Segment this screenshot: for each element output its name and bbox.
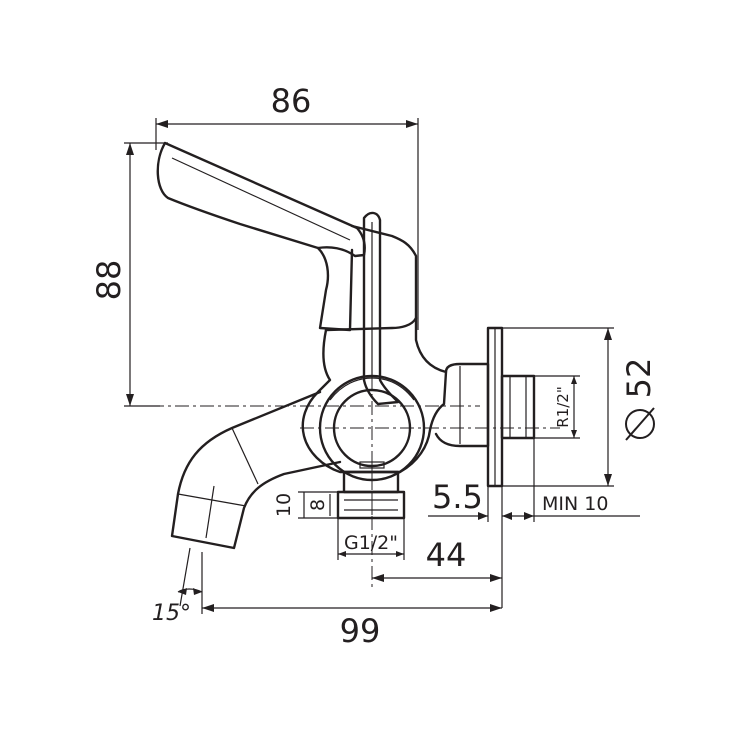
dimension-86: 86 [155,82,419,330]
dim-5-5-label: 5.5 [432,478,483,516]
outlet-thread-neck [342,470,400,494]
angle-15-label: 15° [152,601,191,626]
outlet-thread-body [336,490,406,520]
spout-joint-line [231,427,259,485]
dimension-44: 44 [372,536,502,582]
dimension-inlet-thread: R1/2" [534,375,580,439]
outlet-thread-label: G1/2" [344,532,398,554]
dim-52-label: 52 [620,358,658,399]
dimension-outlet-thread: G1/2" [337,518,405,560]
dimension-diameter-52: 52 [502,327,658,487]
dimension-99: 99 [201,552,502,650]
min-10-label: MIN 10 [542,493,608,515]
dim-10-label: 10 [273,493,295,517]
lever-handle-inner-edge [171,157,351,241]
inlet-thread-body [500,374,536,440]
lever-handle-neck [316,246,354,332]
dim-99-label: 99 [340,612,381,650]
spout [170,390,342,550]
dim-8-label: 8 [307,499,329,511]
dimension-15-degree: 15° [152,547,203,626]
dim-86-label: 86 [271,82,312,120]
diameter-symbol [625,407,655,441]
inlet-thread-label: R1/2" [554,386,572,427]
center-lines [150,226,560,590]
dimension-5-5-and-min-10: 5.5 MIN 10 [428,438,640,608]
spout-inner-line [205,485,215,539]
dim-88-label: 88 [90,260,128,301]
dimension-88: 88 [90,142,168,407]
front-lever [362,211,400,406]
dim-44-label: 44 [426,536,467,574]
bonnet [324,224,418,332]
dimension-10-and-8: 10 8 [273,491,338,519]
